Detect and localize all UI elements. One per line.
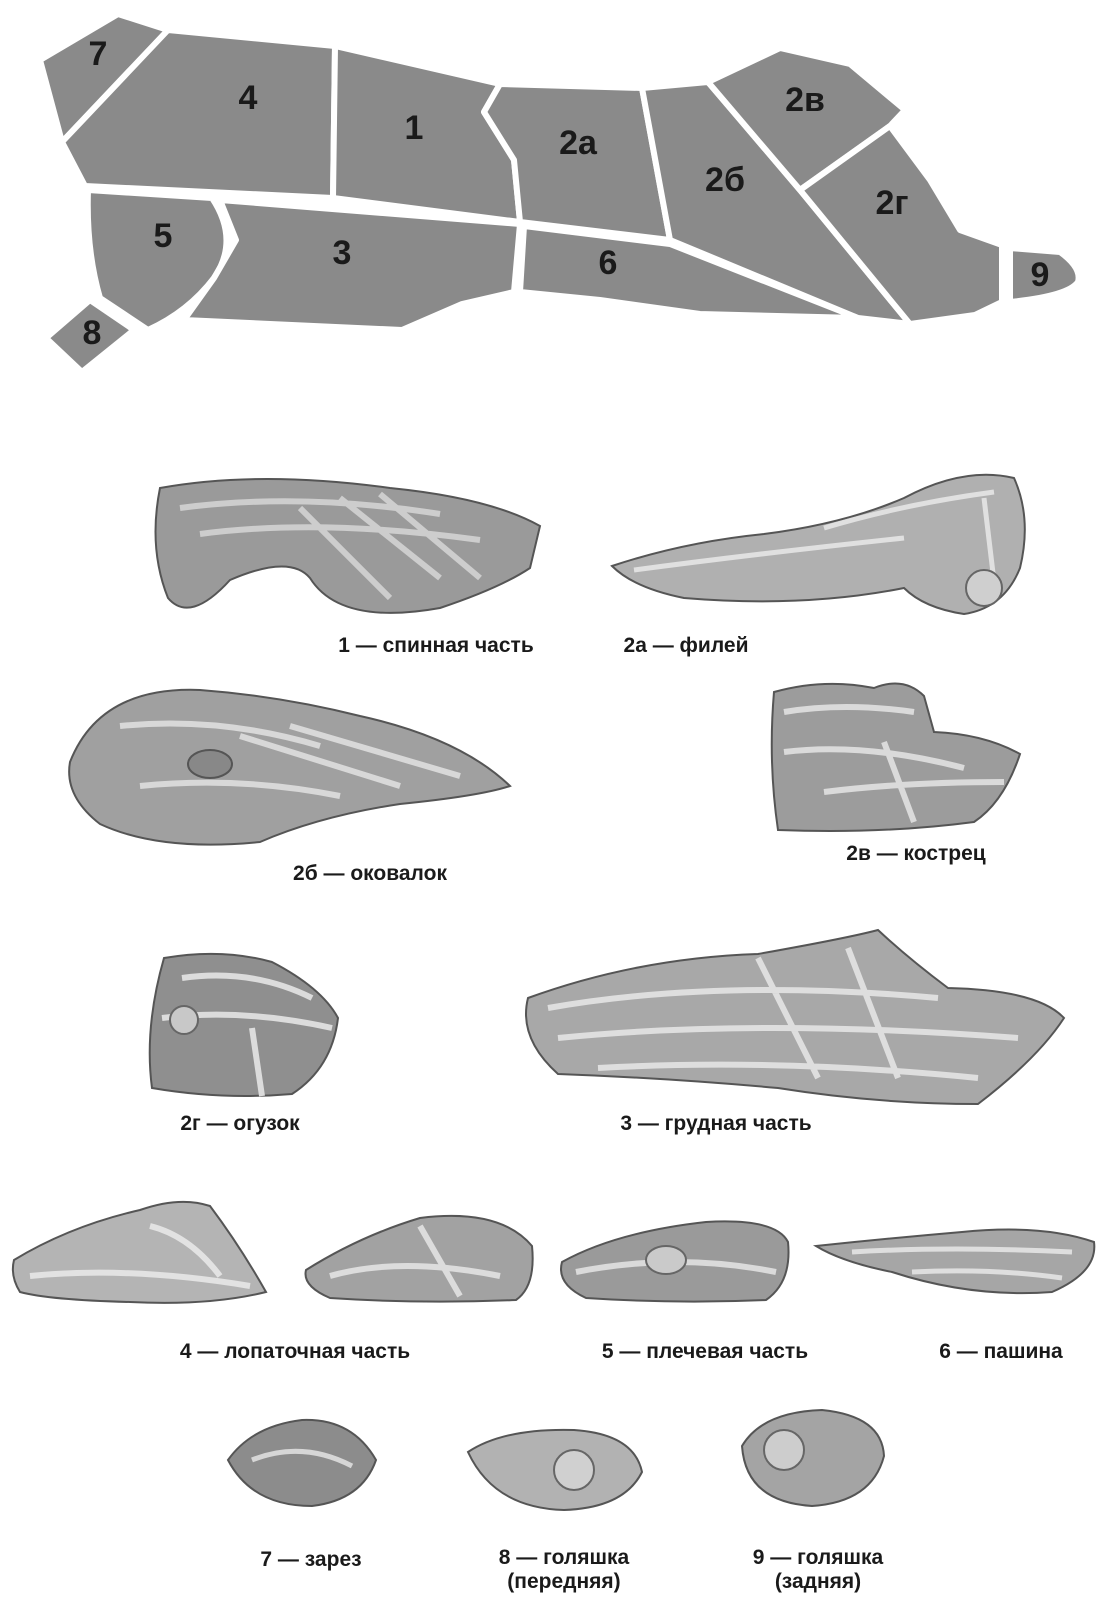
segment-label-1: 1 [405, 109, 424, 147]
segment-label-7: 7 [89, 35, 108, 73]
cut-caption-9: 9 — голяшка (задняя) [728, 1546, 908, 1594]
segment-label-3: 3 [333, 234, 352, 272]
cut-caption-5: 5 — плечевая часть [580, 1340, 830, 1364]
cut-caption-2a: 2а — филей [606, 634, 766, 658]
meat-cut-image [10, 1196, 272, 1308]
meat-cut-image [464, 1422, 648, 1514]
cut-illustration-2g [142, 948, 346, 1100]
segment-label-5: 5 [154, 217, 173, 255]
cut-caption-7: 7 — зарез [236, 1548, 386, 1572]
meat-cut-image [222, 1410, 382, 1510]
cut-caption-2v: 2в — кострец [826, 842, 1006, 866]
cut-caption-6: 6 — пашина [926, 1340, 1076, 1364]
cut-illustration-1 [140, 468, 550, 630]
cut-illustration-3 [518, 928, 1074, 1114]
cut-caption-2g: 2г — огузок [150, 1112, 330, 1136]
carcass-cut-diagram: 7 4 1 2а 2б 2в 2г 9 5 3 6 8 [0, 0, 1112, 400]
cut-illustration-2v [764, 672, 1030, 838]
segment-1 [333, 46, 520, 222]
meat-cut-image [556, 1212, 794, 1306]
meat-cut-image [732, 1406, 890, 1512]
meat-cut-image [142, 948, 346, 1100]
cut-caption-2b: 2б — оковалок [260, 862, 480, 886]
cut-illustration-4b [300, 1206, 540, 1306]
cut-illustration-6 [812, 1222, 1102, 1302]
meat-cut-image [604, 458, 1034, 618]
segment-label-2b: 2б [705, 161, 745, 199]
segment-label-2a: 2а [559, 124, 598, 162]
meat-cut-image [60, 676, 520, 858]
cut-illustration-4 [10, 1196, 272, 1308]
cut-illustration-8 [464, 1422, 648, 1514]
segment-label-9: 9 [1031, 256, 1050, 294]
segment-3 [184, 200, 520, 330]
segment-label-4: 4 [239, 79, 258, 117]
cut-illustration-7 [222, 1410, 382, 1510]
cut-illustration-5 [556, 1212, 794, 1306]
cut-illustration-2b [60, 676, 520, 858]
segment-label-8: 8 [83, 314, 102, 352]
meat-cut-image [518, 928, 1074, 1114]
cut-illustration-9 [732, 1406, 890, 1512]
segment-label-2v: 2в [785, 81, 825, 119]
cut-caption-8: 8 — голяшка (передняя) [474, 1546, 654, 1594]
meat-cut-image [812, 1222, 1102, 1302]
cut-caption-4: 4 — лопаточная часть [160, 1340, 430, 1364]
segment-label-6: 6 [599, 244, 618, 282]
meat-cut-image [764, 672, 1030, 838]
cut-illustration-2a [604, 458, 1034, 618]
meat-cut-image [140, 468, 550, 630]
cut-caption-3: 3 — грудная часть [596, 1112, 836, 1136]
segment-label-2g: 2г [875, 184, 908, 222]
cut-caption-1: 1 — спинная часть [316, 634, 556, 658]
meat-cut-image [300, 1206, 540, 1306]
